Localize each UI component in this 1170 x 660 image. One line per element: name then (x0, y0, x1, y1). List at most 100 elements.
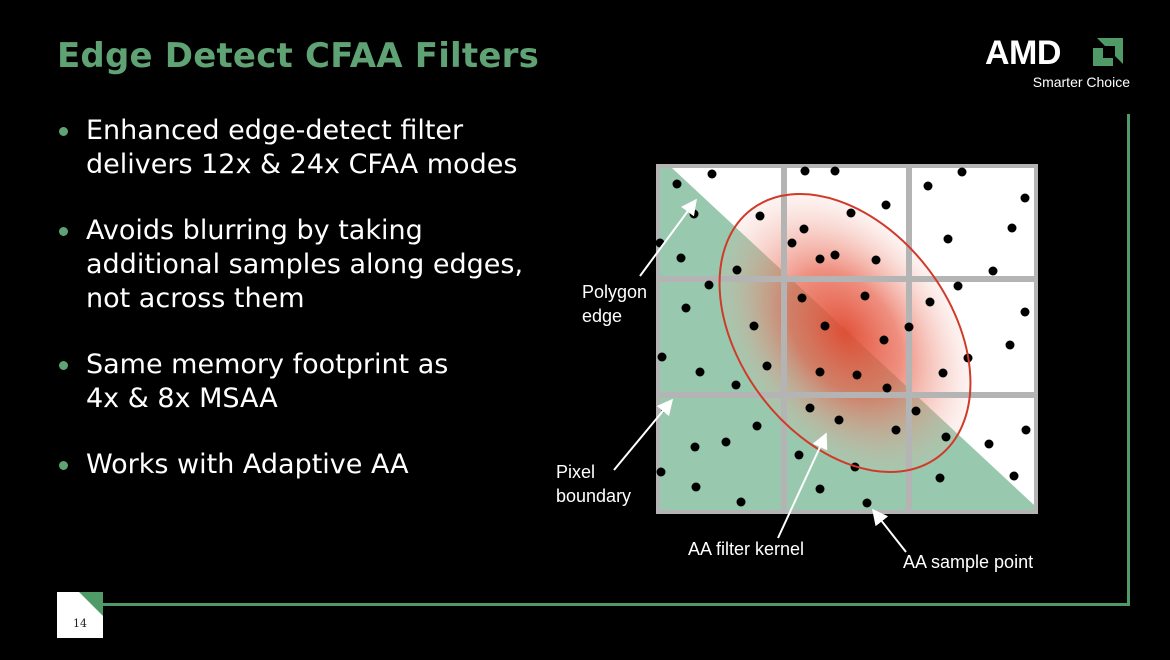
bullet-item: Works with Adaptive AA (56, 448, 596, 482)
pixel-boundary-label-line1: Pixel (556, 462, 595, 482)
frame-line-horizontal (103, 603, 1130, 606)
aa-sample-point (695, 367, 705, 377)
pixel-boundaries (656, 164, 1038, 514)
sample-point-label: AA sample point (903, 552, 1033, 572)
pixel-boundary-pointer (613, 398, 674, 471)
aa-sample-point (805, 403, 815, 413)
aa-sample-point (881, 200, 891, 210)
page-number-box: 14 (57, 592, 103, 638)
aa-sample-point (800, 166, 810, 176)
grid-line-horizontal (656, 276, 1038, 282)
aa-sample-point (721, 437, 731, 447)
amd-logo: AMD Smarter Choice (985, 34, 1130, 94)
bullet-list: Enhanced edge-detect filter delivers 12x… (56, 114, 596, 482)
polygon-edge-pointer (639, 198, 697, 277)
aa-sample-point (957, 167, 967, 177)
aa-sample-point (794, 450, 804, 460)
bullet-line: additional samples along edges, (86, 249, 524, 280)
aa-sample-point (752, 421, 762, 431)
aa-sample-point (749, 321, 759, 331)
bullet-line: delivers 12x & 24x CFAA modes (86, 149, 518, 180)
bullet-line: Enhanced edge-detect filter (86, 115, 464, 146)
aa-sample-point (846, 208, 856, 218)
bullet-line: 4x & 8x MSAA (86, 383, 278, 414)
bullet-line: not across them (86, 283, 305, 314)
bullet-item: Enhanced edge-detect filter delivers 12x… (56, 114, 596, 182)
aa-sample-point (1020, 307, 1030, 317)
aa-sample-point (755, 211, 765, 221)
page-number: 14 (73, 617, 87, 630)
aa-sample-point (860, 291, 870, 301)
page-corner-accent (79, 592, 103, 616)
aa-sample-point (871, 255, 881, 265)
bullet-dot (59, 127, 68, 136)
aa-sample-point (815, 484, 825, 494)
bullet-line: Works with Adaptive AA (86, 449, 409, 480)
aa-sample-point (923, 181, 933, 191)
aa-sample-point (762, 361, 772, 371)
aa-sample-point (1007, 223, 1017, 233)
aa-sample-point (797, 293, 807, 303)
bullet-line: Avoids blurring by taking (86, 215, 423, 246)
aa-sample-point (731, 380, 741, 390)
bullet-line: Same memory footprint as (86, 349, 449, 380)
aa-sample-point (925, 297, 935, 307)
aa-sample-point (689, 209, 699, 219)
aa-sample-point (657, 352, 667, 362)
aa-sample-point (834, 415, 844, 425)
logo-brand: AMD (985, 34, 1061, 72)
aa-sample-point (941, 432, 951, 442)
filter-kernel-pointer (777, 432, 828, 539)
aa-sample-point (943, 234, 953, 244)
aa-sample-point (691, 482, 701, 492)
aa-sample-point (882, 383, 892, 393)
aa-sample-point (656, 467, 666, 477)
grid-line-vertical (906, 164, 912, 514)
aa-sample-point (787, 238, 797, 248)
aa-sample-point (935, 473, 945, 483)
aa-sample-point (815, 367, 825, 377)
bullet-dot (59, 227, 68, 236)
aa-sample-point (672, 179, 682, 189)
aa-sample-point (830, 250, 840, 260)
aa-sample-point (736, 497, 746, 507)
pixel-boundary-label-line2: boundary (556, 486, 631, 506)
aa-sample-point (820, 321, 830, 331)
aa-sample-point (815, 254, 825, 264)
aa-sample-point (852, 370, 862, 380)
aa-sample-point (862, 498, 872, 508)
aa-sample-point (1009, 471, 1019, 481)
aa-filter-kernel (718, 193, 972, 473)
aa-sample-point (830, 166, 840, 176)
aa-sample-point (1005, 340, 1015, 350)
polygon-edge-label-line2: edge (582, 306, 622, 326)
logo-tagline: Smarter Choice (1032, 74, 1130, 90)
aa-sample-point (1021, 425, 1031, 435)
sample-points (655, 166, 1031, 508)
aa-sample-point (690, 442, 700, 452)
aa-sample-point (953, 281, 963, 291)
aa-sample-point (799, 224, 809, 234)
aa-sample-point (891, 425, 901, 435)
aa-sample-point (732, 265, 742, 275)
polygon-edge-label-line1: Polygon (582, 282, 647, 302)
aa-sample-point (938, 368, 948, 378)
bullet-item: Same memory footprint as 4x & 8x MSAA (56, 348, 596, 416)
grid-line-horizontal (656, 392, 1038, 398)
slide-title: Edge Detect CFAA Filters (57, 36, 540, 76)
aa-sample-point (681, 303, 691, 313)
amd-arrow-icon (1093, 38, 1123, 66)
aa-sample-point (1020, 193, 1030, 203)
aa-sample-point (904, 322, 914, 332)
sample-point-pointer (872, 508, 907, 553)
grid-line-vertical (781, 164, 787, 514)
aa-sample-point (911, 406, 921, 416)
frame-line-vertical (1127, 114, 1130, 606)
aa-sample-point (879, 335, 889, 345)
aa-sample-point (704, 280, 714, 290)
bullet-dot (59, 361, 68, 370)
bullet-dot (59, 461, 68, 470)
aa-sample-point (676, 253, 686, 263)
bullet-item: Avoids blurring by taking additional sam… (56, 214, 596, 316)
